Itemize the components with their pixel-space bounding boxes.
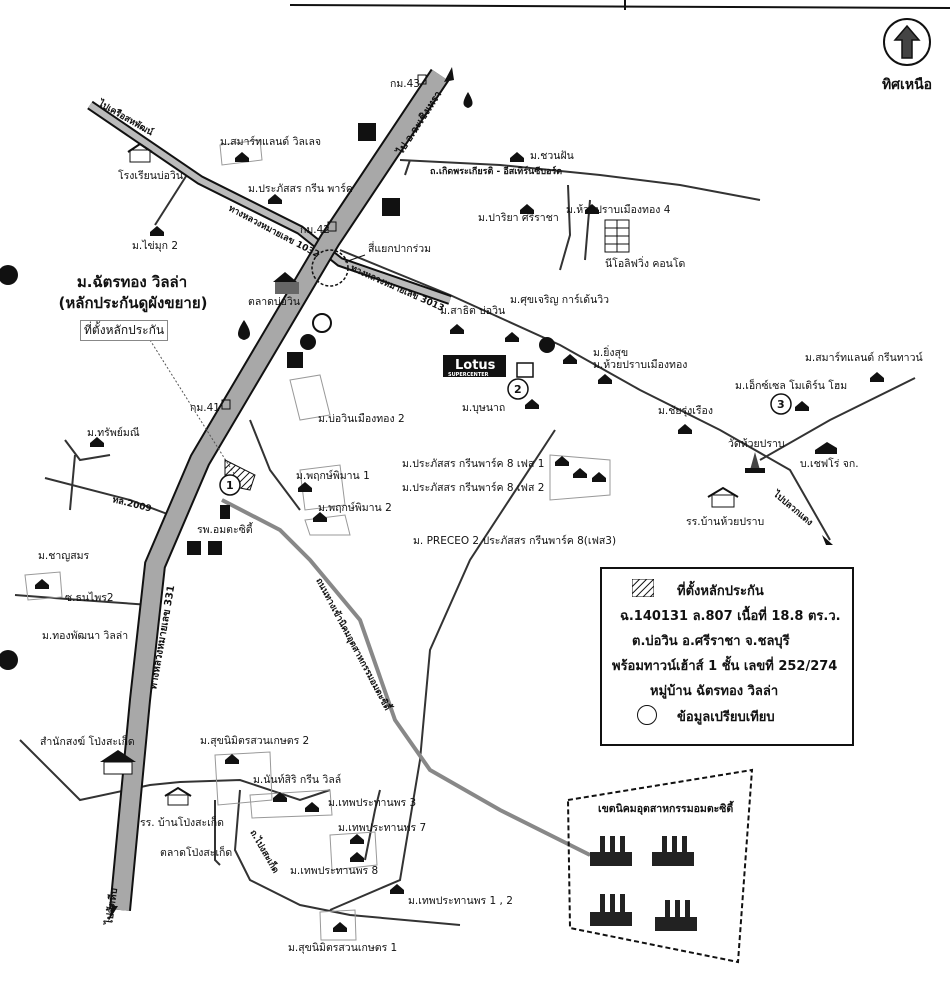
place-wat-huaypraab: วัดห้วยปราบ	[728, 438, 785, 450]
road-label-thongphai: ซ.ธนไพร2	[65, 592, 114, 604]
road-label-2009: ทล.2009	[111, 495, 152, 514]
place-thepprathanporn8: ม.เทพประทานพร 8	[290, 865, 379, 877]
comparable-legend-icon	[637, 705, 657, 725]
place-thepprathanporn12: ม.เทพประทานพร 1 , 2	[408, 895, 513, 907]
place-nanthasiri: ม.นันท์สิริ กรีน วิลล์	[253, 774, 342, 786]
house-icons	[35, 152, 884, 932]
road-label-east: ถ.เกิดพระเกียรติ - อีสเทิร์นซีบอร์ด	[430, 165, 562, 177]
subdivision-outlines	[24, 139, 611, 941]
junction-label: สี่แยกปากร่วม	[368, 243, 432, 255]
road-label-industrial: ถนนทางเข้านิคมอุตสาหกรรมอมตะซิตี้	[313, 575, 395, 713]
place-hospital: รพ.อมตะซิตี้	[197, 524, 253, 536]
north-indicator: ทิศเหนือ	[877, 18, 937, 96]
subject-title: ม.ฉัตรทอง วิลล่า	[76, 273, 188, 291]
place-prakassorn8-1: ม.ประภัสสร กรีนพาร์ค 8 เฟส 1	[402, 458, 545, 470]
road-label-to-south: ไปสัตหีบ	[102, 887, 120, 926]
place-market-bowin: ตลาดบ่อวิน	[248, 296, 301, 308]
place-prakassorn8-2: ม.ประภัสสร กรีนพาร์ค 8 เฟส 2	[402, 482, 545, 494]
legend-box: ที่ตั้งหลักประกัน ฉ.140131 ล.807 เนื้อที…	[600, 567, 854, 746]
legend-line1: ฉ.140131 ล.807 เนื้อที่ 18.8 ตร.ว.	[620, 609, 841, 624]
place-sathit: ม.สาธิต บ่อวิน	[440, 305, 506, 317]
north-label: ทิศเหนือ	[881, 77, 933, 93]
highways	[87, 68, 591, 912]
place-suknimit2: ม.สุขนิมิตรสวนเกษตร 2	[200, 735, 310, 747]
lotus-logo-subtext: SUPERCENTER	[448, 372, 489, 378]
place-suknimit1: ม.สุขนิมิตรสวนเกษตร 1	[288, 942, 398, 954]
legend-title: ที่ตั้งหลักประกัน	[677, 584, 764, 599]
place-bowin-muangthong2: ม.บ่อวินเมืองทอง 2	[318, 413, 405, 425]
factory-icons	[590, 836, 697, 931]
industrial-estate-label: เขตนิคมอุตสาหกรรมอมตะซิตี้	[598, 803, 734, 815]
place-market-pongsakhet: ตลาดโป่งสะเก็ด	[160, 847, 233, 859]
place-school-bowin: โรงเรียนบ่อวิน	[118, 170, 184, 182]
km-43: กม.43	[390, 78, 420, 90]
place-chairungrueang: ม.ชัยรุ่งเรือง	[658, 405, 713, 417]
comparable-2: 2	[514, 383, 522, 396]
place-pariya: ม.ปาริยา ศรีราชา	[478, 212, 559, 224]
place-prakassorn-green-park: ม.ประภัสสร กรีน พาร์ค	[248, 183, 353, 195]
place-school-huaypraab: รร.บ้านห้วยปราบ	[686, 516, 765, 528]
road-label-pongsakhet: ถ.ไปงสะเก็ด	[247, 827, 282, 875]
place-thepprathanporn3: ม.เทพประทานพร 3	[328, 797, 417, 809]
km-41: กม.41	[190, 402, 220, 414]
place-boonnak: ม.บุษนาถ	[462, 402, 506, 414]
place-chevron: บ.เชฟโร่ จก.	[800, 458, 859, 470]
place-smart-land: ม.สมาร์ทแลนด์ วิลเลจ	[220, 136, 322, 148]
place-exec-modern: ม.เอ็กซ์เซล โมเดิร์น โฮม	[735, 380, 848, 392]
legend-line4: หมู่บ้าน ฉัตรทอง วิลล่า	[650, 684, 779, 699]
place-chuanchuen: ม.ชวนฝัน	[530, 150, 574, 162]
place-thepprathanporn7: ม.เทพประทานพร 7	[338, 822, 427, 834]
industrial-estate-boundary	[566, 768, 754, 964]
legend-line2: ต.บ่อวิน อ.ศรีราชา จ.ชลบุรี	[632, 634, 790, 649]
place-thongphatthana: ม.ทองพัฒนา วิลล่า	[42, 630, 129, 642]
comparable-markers	[219, 378, 792, 496]
place-smart-green-town: ม.สมาร์ทแลนด์ กรีนทาวน์	[805, 352, 923, 364]
place-phruksaphiman1: ม.พฤกษ์พิมาน 1	[296, 470, 370, 482]
subject-subtitle: (หลักประกันดูผังขยาย)	[58, 294, 208, 312]
place-kaimook: ม.ไข่มุก 2	[132, 240, 179, 252]
place-huaypraab4: ม.ห้วยปราบเมืองทอง 4	[566, 204, 671, 216]
km-42: กม.42	[300, 224, 330, 236]
road-label-to-southeast: ไปปลวกแดง	[770, 487, 815, 528]
landmark-icons	[0, 74, 837, 806]
subject-note: ที่ตั้งหลักประกัน	[80, 320, 169, 341]
legend-line5: ข้อมูลเปรียบเทียบ	[677, 710, 775, 725]
hatch-legend-icon	[632, 579, 654, 597]
place-sukcharoen: ม.ศุขเจริญ การ์เด้นวิว	[510, 294, 610, 306]
lotus-logo-text: Lotus	[455, 358, 496, 373]
place-phruksaphiman2: ม.พฤกษ์พิมาน 2	[318, 502, 392, 514]
comparable-1: 1	[226, 479, 234, 492]
place-school-pongsakhet: รร. บ้านโป่งสะเก็ด	[140, 817, 224, 829]
north-arrow-icon	[883, 18, 931, 66]
place-chayasamorn: ม.ชาญสมร	[38, 550, 90, 562]
place-huaypraab: ม.ห้วยปราบเมืองทอง	[593, 359, 688, 371]
place-preceo: ม. PRECEO 2 ประภัสสร กรีนพาร์ค 8(เฟส3)	[413, 535, 617, 547]
place-neo-living: นีโอลิฟวิ่ง คอนโด	[605, 258, 686, 270]
legend-line3: พร้อมทาวน์เฮ้าส์ 1 ชั้น เลขที่ 252/274	[612, 659, 838, 674]
place-sapthamanee: ม.ทรัพย์มณี	[87, 427, 140, 439]
place-yingsuk: ม.ยิ่งสุข	[593, 347, 629, 359]
comparable-3: 3	[777, 398, 785, 411]
place-sangha-office: สำนักสงฆ์ โป่งสะเก็ด	[40, 736, 135, 748]
